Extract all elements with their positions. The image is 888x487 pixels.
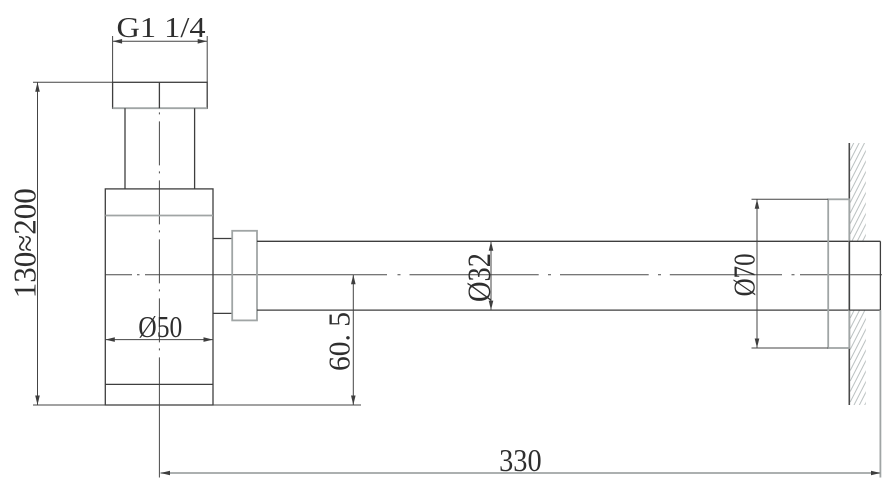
svg-text:Ø32: Ø32 xyxy=(462,253,498,302)
svg-text:Ø70: Ø70 xyxy=(727,253,762,296)
svg-text:130≈200: 130≈200 xyxy=(6,188,42,298)
svg-text:330: 330 xyxy=(499,442,542,478)
svg-text:60. 5: 60. 5 xyxy=(322,312,357,371)
svg-text:G1 1/4: G1 1/4 xyxy=(117,13,206,44)
svg-text:Ø50: Ø50 xyxy=(138,309,182,344)
